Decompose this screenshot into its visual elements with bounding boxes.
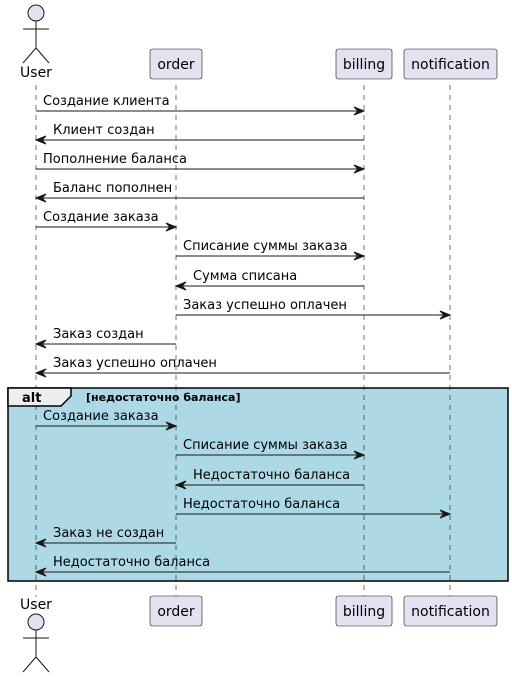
participant-label-order-bottom: order bbox=[157, 604, 195, 620]
message-label: Создание заказа bbox=[43, 210, 159, 225]
message-4: Баланс пополнен bbox=[34, 181, 364, 203]
actor-bottom-right-leg bbox=[35, 656, 50, 673]
message-12: Списание суммы заказа bbox=[176, 438, 366, 460]
message-label: Клиент создан bbox=[53, 123, 155, 138]
message-arrow-head bbox=[165, 421, 178, 431]
message-1: Создание клиента bbox=[36, 94, 366, 116]
message-arrow-head bbox=[34, 567, 47, 577]
participant-label-notification-top: notification bbox=[411, 57, 490, 73]
actor-label-top: User bbox=[20, 65, 52, 81]
participant-label-order-top: order bbox=[157, 57, 195, 73]
message-arrow-head bbox=[34, 339, 47, 349]
message-label: Заказ создан bbox=[53, 327, 144, 342]
participant-label-notification-bottom: notification bbox=[411, 604, 490, 620]
message-11: Создание заказа bbox=[36, 409, 178, 431]
message-14: Недостаточно баланса bbox=[176, 497, 452, 519]
actor-bottom-figure bbox=[22, 613, 50, 673]
message-10: Заказ успешно оплачен bbox=[34, 356, 450, 378]
message-6: Списание суммы заказа bbox=[176, 239, 366, 261]
actor-label-bottom: User bbox=[20, 597, 52, 613]
actor-top-left-leg bbox=[22, 47, 37, 64]
alt-fragment-keyword: alt bbox=[22, 391, 41, 406]
message-label: Заказ успешно оплачен bbox=[53, 356, 217, 371]
participant-box-notification-bottom bbox=[403, 595, 498, 627]
alt-fragment-tab bbox=[7, 387, 72, 407]
message-arrow-head bbox=[34, 538, 47, 548]
message-9: Заказ создан bbox=[34, 327, 176, 349]
message-arrow-head bbox=[353, 251, 366, 261]
message-13: Недостаточно баланса bbox=[174, 468, 364, 490]
message-label: Недостаточно баланса bbox=[193, 468, 350, 483]
message-label: Создание заказа bbox=[43, 409, 159, 424]
participant-box-notification-top bbox=[403, 48, 498, 80]
message-label: Списание суммы заказа bbox=[183, 239, 348, 254]
message-label: Списание суммы заказа bbox=[183, 438, 348, 453]
message-arrow-head bbox=[174, 480, 187, 490]
message-label: Заказ не создан bbox=[53, 526, 164, 541]
message-arrow-head bbox=[353, 106, 366, 116]
alt-fragment-condition: [недостаточно баланса] bbox=[86, 391, 240, 404]
participant-box-billing-bottom bbox=[335, 595, 393, 627]
participant-label-billing-top: billing bbox=[343, 57, 385, 73]
message-label: Недостаточно баланса bbox=[53, 555, 210, 570]
message-label: Пополнение баланса bbox=[43, 152, 187, 167]
message-7: Сумма списана bbox=[174, 269, 364, 291]
participant-label-billing-bottom: billing bbox=[343, 604, 385, 620]
message-arrow-head bbox=[439, 310, 452, 320]
message-8: Заказ успешно оплачен bbox=[176, 298, 452, 320]
message-arrow-head bbox=[165, 222, 178, 232]
participant-box-billing-top bbox=[335, 48, 393, 80]
message-label: Недостаточно баланса bbox=[183, 497, 340, 512]
message-arrow-head bbox=[353, 450, 366, 460]
message-15: Заказ не создан bbox=[34, 526, 176, 548]
message-arrow-head bbox=[34, 368, 47, 378]
message-arrow-head bbox=[174, 281, 187, 291]
message-label: Баланс пополнен bbox=[53, 181, 172, 196]
message-label: Сумма списана bbox=[193, 269, 297, 284]
actor-top-figure bbox=[22, 4, 50, 64]
message-2: Клиент создан bbox=[34, 123, 364, 145]
actor-bottom-head bbox=[27, 613, 45, 631]
message-16: Недостаточно баланса bbox=[34, 555, 450, 577]
actor-bottom-left-leg bbox=[22, 656, 37, 673]
message-label: Заказ успешно оплачен bbox=[183, 298, 347, 313]
message-arrow-head bbox=[439, 509, 452, 519]
actor-top-right-leg bbox=[35, 47, 50, 64]
message-label: Создание клиента bbox=[43, 94, 170, 109]
message-arrow-head bbox=[34, 135, 47, 145]
message-3: Пополнение баланса bbox=[36, 152, 366, 174]
participant-box-order-bottom bbox=[149, 595, 203, 627]
actor-top-head bbox=[27, 4, 45, 22]
message-5: Создание заказа bbox=[36, 210, 178, 232]
participant-box-order-top bbox=[149, 48, 203, 80]
message-arrow-head bbox=[34, 193, 47, 203]
message-arrow-head bbox=[353, 164, 366, 174]
